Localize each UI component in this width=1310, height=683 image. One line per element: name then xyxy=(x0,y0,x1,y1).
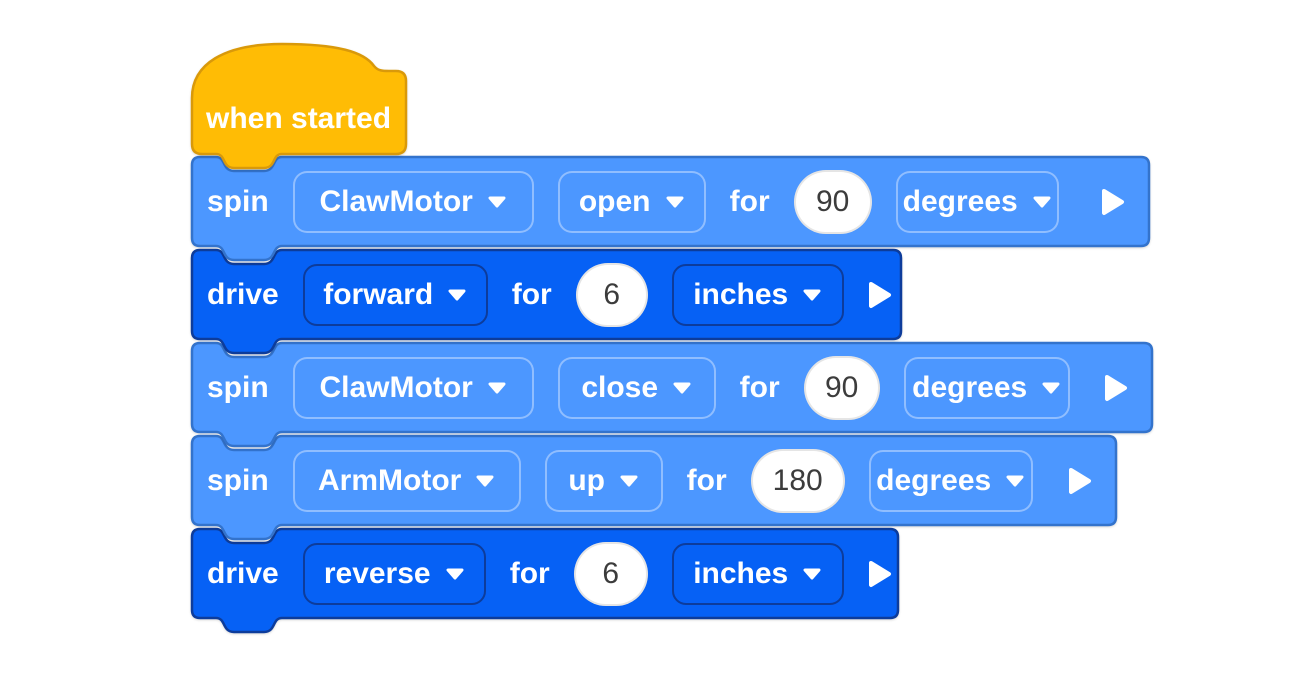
run-block-button[interactable] xyxy=(1068,467,1092,495)
direction-dropdown[interactable]: forward xyxy=(302,263,488,326)
dropdown-value: degrees xyxy=(876,463,992,497)
chevron-down-icon xyxy=(446,568,464,579)
chevron-down-icon xyxy=(803,289,821,300)
block-verb-label: spin xyxy=(207,463,269,497)
block-verb-label: spin xyxy=(207,370,269,404)
units-dropdown[interactable]: degrees xyxy=(868,449,1033,512)
run-block-button[interactable] xyxy=(1104,374,1128,402)
amount-input[interactable]: 180 xyxy=(750,448,845,513)
hat-label: when started xyxy=(206,102,392,135)
dropdown-value: ClawMotor xyxy=(319,184,473,218)
motor-dropdown[interactable]: ClawMotor xyxy=(292,356,534,419)
block-spin-claw-open[interactable]: spin ClawMotor open for 90 degrees xyxy=(190,155,1151,262)
dropdown-value: close xyxy=(581,370,659,404)
run-block-button[interactable] xyxy=(868,560,892,588)
play-icon xyxy=(1102,188,1124,215)
dropdown-value: ClawMotor xyxy=(319,370,473,404)
units-dropdown[interactable]: inches xyxy=(671,542,844,605)
chevron-down-icon xyxy=(803,568,821,579)
units-dropdown[interactable]: inches xyxy=(671,263,844,326)
block-verb-label: drive xyxy=(207,277,279,311)
amount-input[interactable]: 90 xyxy=(793,169,872,234)
chevron-down-icon xyxy=(1042,382,1060,393)
chevron-down-icon xyxy=(488,196,506,207)
play-icon xyxy=(1105,374,1127,401)
chevron-down-icon xyxy=(620,475,638,486)
for-label: for xyxy=(686,463,727,497)
dropdown-value: forward xyxy=(323,277,434,311)
motor-dropdown[interactable]: ArmMotor xyxy=(292,449,521,512)
block-spin-claw-close[interactable]: spin ClawMotor close for 90 degrees xyxy=(190,341,1154,448)
chevron-down-icon xyxy=(488,382,506,393)
amount-input[interactable]: 6 xyxy=(573,541,648,606)
units-dropdown[interactable]: degrees xyxy=(903,356,1070,419)
run-block-button[interactable] xyxy=(868,281,892,309)
play-icon xyxy=(868,281,891,308)
block-drive-reverse[interactable]: drive reverse for 6 inches xyxy=(190,527,900,634)
chevron-down-icon xyxy=(666,196,683,207)
chevron-down-icon xyxy=(476,475,494,486)
direction-dropdown[interactable]: reverse xyxy=(302,542,486,605)
direction-dropdown[interactable]: up xyxy=(544,449,663,512)
dropdown-value: degrees xyxy=(912,370,1028,404)
chevron-down-icon xyxy=(448,289,466,300)
chevron-down-icon xyxy=(673,382,691,393)
for-label: for xyxy=(511,277,552,311)
block-spin-arm-up[interactable]: spin ArmMotor up for 180 degrees xyxy=(190,434,1118,541)
dropdown-value: ArmMotor xyxy=(318,463,462,497)
dropdown-value: inches xyxy=(693,556,789,590)
amount-input[interactable]: 90 xyxy=(803,355,880,420)
block-verb-label: drive xyxy=(207,556,279,590)
dropdown-value: open xyxy=(578,184,651,218)
chevron-down-icon xyxy=(1006,475,1024,486)
when-started-hat-block[interactable]: when started xyxy=(190,42,408,170)
play-icon xyxy=(868,560,891,587)
dropdown-value: reverse xyxy=(323,556,431,590)
dropdown-value: inches xyxy=(693,277,789,311)
block-drive-forward[interactable]: drive forward for 6 inches xyxy=(190,248,903,355)
dropdown-value: degrees xyxy=(902,184,1018,218)
units-dropdown[interactable]: degrees xyxy=(895,170,1059,233)
play-icon xyxy=(1069,467,1091,494)
for-label: for xyxy=(729,184,770,218)
dropdown-value: up xyxy=(568,463,605,497)
hat-block-shape xyxy=(190,42,408,170)
chevron-down-icon xyxy=(1033,196,1051,207)
direction-dropdown[interactable]: open xyxy=(557,170,706,233)
run-block-button[interactable] xyxy=(1101,188,1125,216)
direction-dropdown[interactable]: close xyxy=(557,356,716,419)
for-label: for xyxy=(509,556,550,590)
motor-dropdown[interactable]: ClawMotor xyxy=(292,170,534,233)
for-label: for xyxy=(739,370,780,404)
amount-input[interactable]: 6 xyxy=(575,262,648,327)
block-verb-label: spin xyxy=(207,184,269,218)
